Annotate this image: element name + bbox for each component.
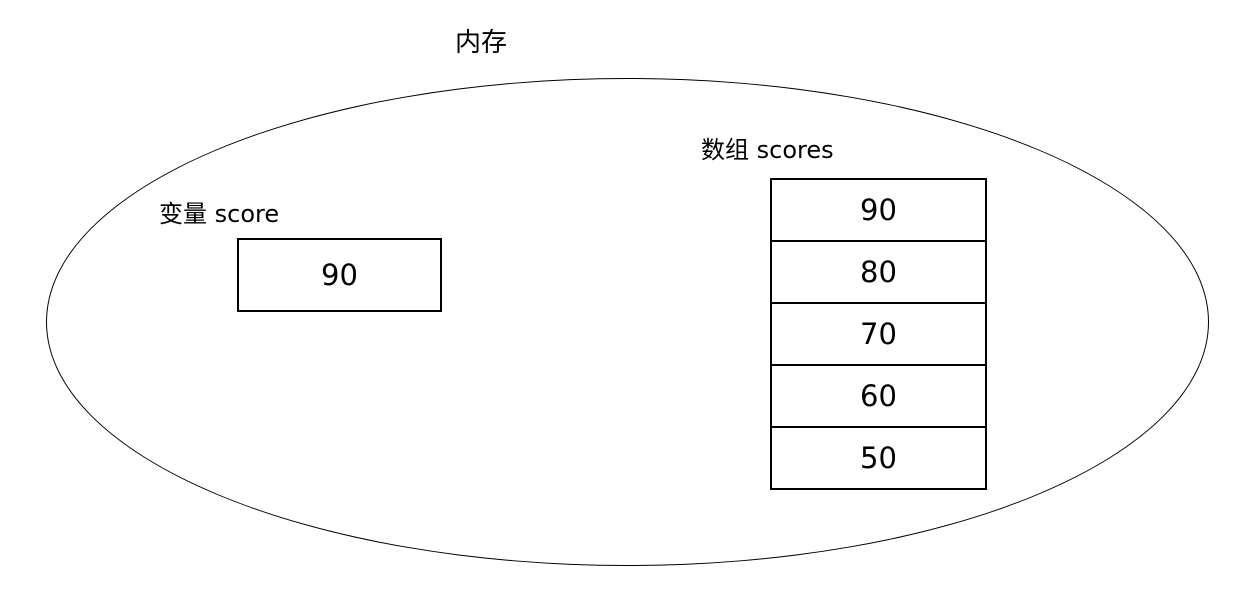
variable-value: 90 [321, 258, 358, 292]
array-cell: 90 [772, 180, 985, 242]
array-label: 数组 scores [701, 136, 834, 164]
array-cell: 60 [772, 366, 985, 428]
diagram-title: 内存 [455, 28, 508, 58]
variable-box: 90 [237, 238, 442, 312]
memory-ellipse [46, 78, 1209, 566]
array-cell: 70 [772, 304, 985, 366]
array-cell: 80 [772, 242, 985, 304]
variable-label: 变量 score [159, 200, 280, 228]
array-cell: 50 [860, 441, 897, 475]
array-box: 90 80 70 60 50 [770, 178, 987, 490]
